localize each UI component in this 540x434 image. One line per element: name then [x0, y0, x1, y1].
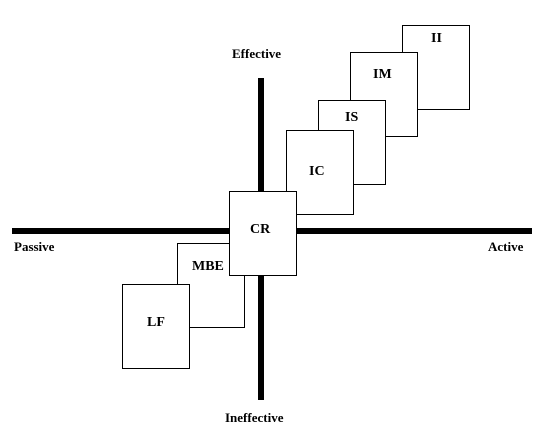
axis-label-right: Active	[488, 239, 524, 254]
axis-label-top: Effective	[232, 46, 282, 61]
box-lf	[122, 284, 190, 369]
box-cr	[229, 191, 297, 276]
axis-label-bottom: Ineffective	[225, 410, 284, 425]
box-is-label: IS	[345, 110, 359, 125]
box-ic	[286, 130, 354, 215]
box-ii-label: II	[431, 31, 442, 46]
box-ic-label: IC	[309, 164, 325, 179]
box-lf-label: LF	[147, 315, 165, 330]
box-cr-label: CR	[250, 222, 271, 237]
axis-label-left: Passive	[14, 239, 55, 254]
box-im-label: IM	[373, 67, 392, 82]
box-mbe-label: MBE	[192, 259, 224, 274]
